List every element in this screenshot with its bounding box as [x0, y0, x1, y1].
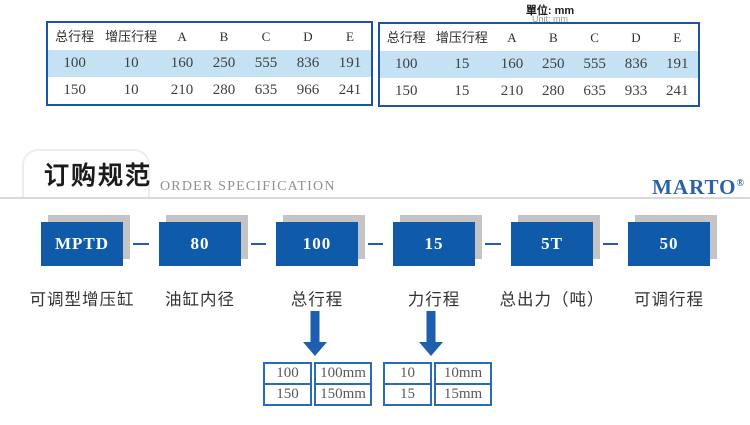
spec-table-cell: 15: [454, 56, 470, 72]
spec-table-header-cell: A: [177, 29, 187, 44]
spec-table-cell: 280: [212, 82, 236, 98]
spec-table-cell: 150: [63, 82, 86, 98]
spec-table-row: 100 15 160 250 555 836 191: [380, 51, 698, 78]
spec-table-cell: 191: [666, 56, 689, 72]
arrow-shaft: [310, 311, 320, 342]
spec-table-header-cell: D: [303, 29, 313, 44]
order-code-box: MPTD: [41, 222, 123, 266]
spec-table-header-cell: 增压行程: [435, 30, 488, 45]
down-arrow-icon: [419, 311, 443, 357]
spec-table: 总行程增压行程 A B C D E 100 15 160 250 555 836 191 150 15 210…: [378, 22, 700, 107]
heading-divider: [0, 197, 750, 199]
spec-table-row: 150 15 210 280 635 933 241: [380, 78, 698, 105]
spec-table-cell: 250: [542, 56, 565, 72]
order-code-box: 5T: [511, 222, 593, 266]
spec-table-header-cell: E: [345, 29, 354, 44]
spec-table-cell: 160: [170, 55, 194, 71]
order-code-label: 力行程: [407, 290, 461, 309]
box-connector-line: [603, 243, 618, 245]
heading-tab-outline: [22, 149, 150, 198]
box-connector-line: [251, 243, 266, 245]
option-table-cell: 100: [263, 362, 312, 385]
spec-table-header-row: 总行程增压行程 A B C D E: [48, 23, 371, 50]
spec-table-row: 100 10 160 250 555 836 191: [48, 50, 371, 77]
spec-table-cell: 966: [296, 82, 320, 98]
spec-table-cell: 150: [394, 83, 418, 99]
arrow-shaft: [426, 311, 436, 342]
option-table-cell: 15: [383, 383, 432, 406]
spec-table-cell: 250: [212, 55, 236, 71]
spec-table-cell: 836: [296, 55, 320, 71]
order-code-label: 油缸内径: [165, 290, 235, 309]
order-code-box: 50: [628, 222, 710, 266]
spec-table-cell: 210: [170, 82, 194, 98]
spec-table-cell: 836: [624, 56, 648, 72]
registered-mark: ®: [736, 178, 745, 189]
spec-table-header-row: 总行程增压行程 A B C D E: [380, 24, 698, 51]
spec-table-cell: 933: [624, 83, 648, 99]
option-table-cell: 10: [383, 362, 432, 385]
spec-table-cell: 10: [123, 55, 139, 71]
section-title-en: ORDER SPECIFICATION: [160, 179, 336, 194]
spec-table-row: 150 10 210 280 635 966 241: [48, 77, 371, 104]
order-code-box: 15: [393, 222, 475, 266]
section-title-cn: 订购规范: [44, 163, 153, 190]
option-table-cell: 100mm: [314, 362, 372, 385]
spec-table-cell: 100: [394, 56, 418, 72]
spec-table-header-cell: E: [673, 30, 682, 45]
spec-table-header-cell: C: [261, 29, 271, 44]
spec-table-cell: 635: [254, 82, 278, 98]
option-table-cell: 150mm: [314, 383, 372, 406]
brand-logo: MARTO®: [652, 175, 745, 200]
spec-table: 总行程增压行程 A B C D E 100 10 160 250 555 836 191 150 10 210…: [46, 21, 373, 106]
spec-table-header-cell: A: [507, 30, 517, 45]
unit-label: 單位: mm: [525, 5, 575, 17]
spec-table-cell: 555: [583, 56, 606, 72]
box-connector-line: [485, 243, 501, 245]
spec-table-cell: 241: [338, 82, 362, 98]
option-table-cell: 10mm: [434, 362, 492, 385]
spec-table-header-cell: 增压行程: [105, 29, 158, 44]
spec-table-cell: 191: [338, 55, 362, 71]
spec-table-header-cell: 总行程: [55, 29, 95, 44]
spec-table-header-cell: D: [631, 30, 641, 45]
box-connector-line: [368, 243, 383, 245]
spec-table-cell: 555: [254, 55, 278, 71]
order-code-label: 可调型增压缸: [29, 290, 135, 309]
spec-table-header-cell: B: [548, 30, 558, 45]
brand-name: MARTO: [652, 175, 737, 199]
spec-table-cell: 635: [583, 83, 606, 99]
spec-table-cell: 10: [123, 82, 139, 98]
unit-label-en: Unit: mm: [532, 14, 568, 22]
arrow-head: [303, 342, 327, 356]
spec-table-cell: 210: [500, 83, 524, 99]
spec-table-header-cell: C: [590, 30, 599, 45]
spec-table-header-cell: 总行程: [386, 30, 426, 45]
order-code-label: 总出力（吨）: [499, 290, 605, 309]
box-connector-line: [133, 243, 149, 245]
arrow-head: [419, 342, 443, 356]
spec-table-cell: 241: [666, 83, 689, 99]
order-code-label: 可调行程: [634, 290, 704, 309]
order-code-box: 100: [276, 222, 358, 266]
spec-table-cell: 15: [454, 83, 470, 99]
order-code-box: 80: [159, 222, 241, 266]
down-arrow-icon: [303, 311, 327, 357]
spec-table-cell: 160: [500, 56, 524, 72]
option-table-cell: 15mm: [434, 383, 492, 406]
order-code-label: 总行程: [290, 290, 344, 309]
spec-table-header-cell: B: [219, 29, 229, 44]
spec-table-cell: 280: [542, 83, 565, 99]
option-table-cell: 150: [263, 383, 312, 406]
spec-table-cell: 100: [63, 55, 86, 71]
